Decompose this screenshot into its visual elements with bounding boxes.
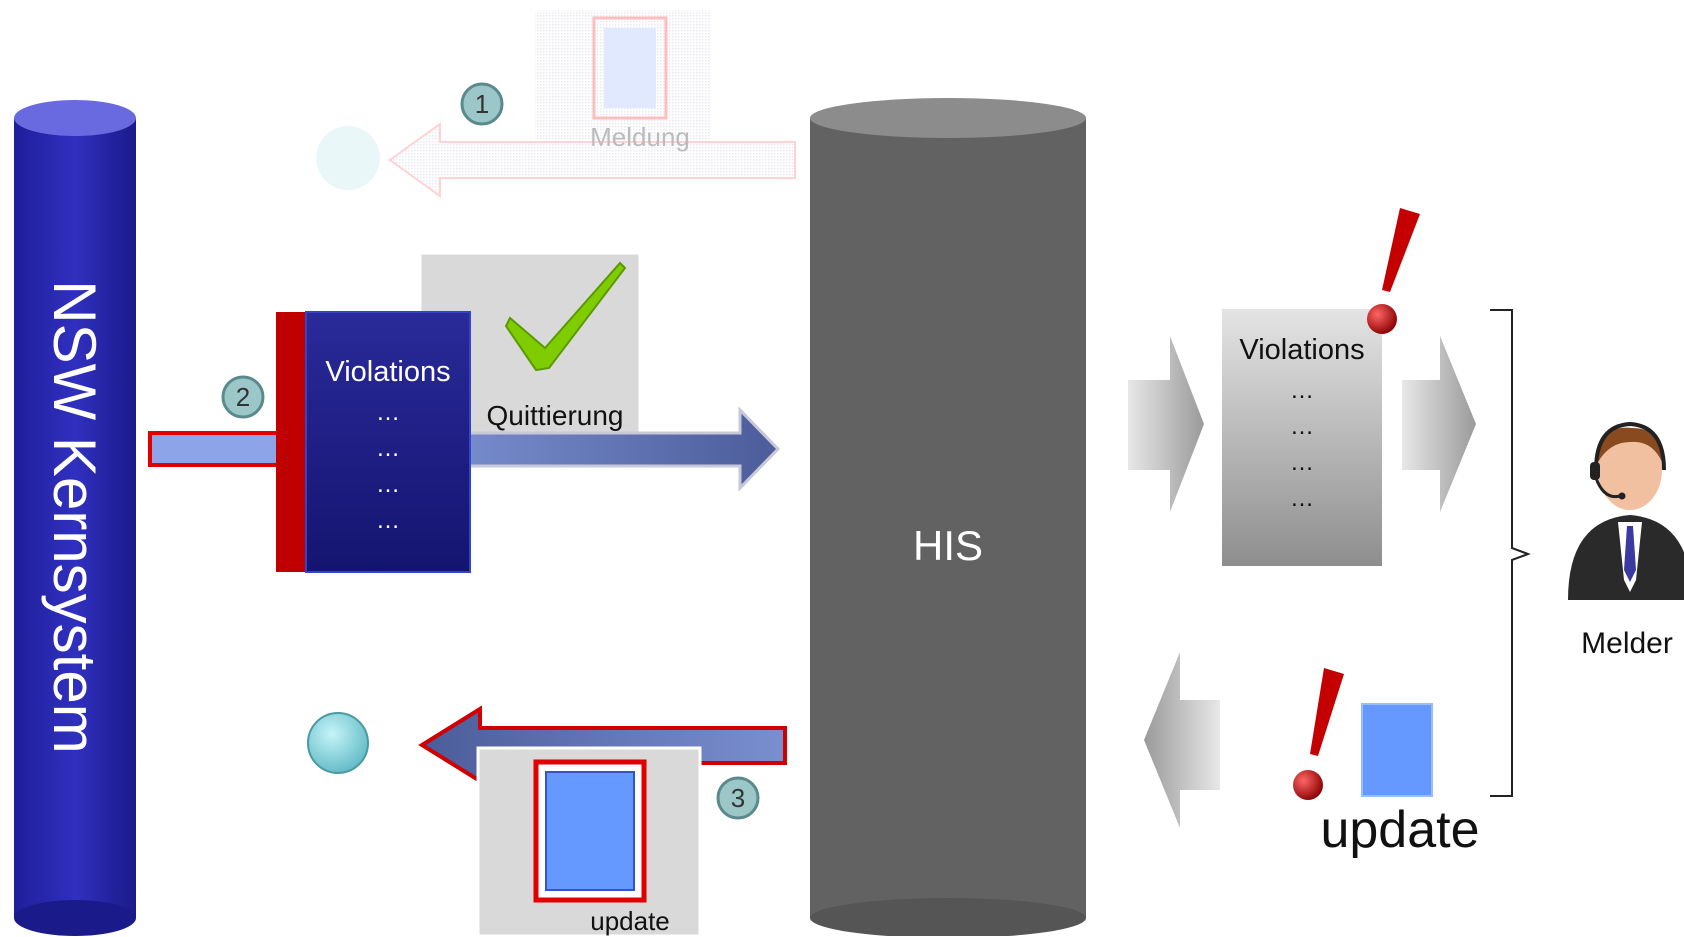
core-system-cylinder: [14, 100, 136, 936]
step-badge-1-number: 1: [474, 89, 490, 119]
his-cylinder: [810, 98, 1086, 936]
step-badge-1: [460, 82, 504, 126]
meldung-doc: [604, 28, 656, 108]
violations-doc-spine: [276, 312, 308, 572]
right-violations-doc: [1222, 309, 1382, 566]
meldung-caption: Meldung: [590, 122, 690, 152]
his-to-violations-arrow: [1128, 336, 1204, 512]
update-endpoint: [307, 712, 369, 774]
his-label: HIS: [912, 522, 983, 569]
update-doc: [545, 771, 635, 891]
violations-doc: [305, 311, 471, 573]
right-violations-doc-title: Violations: [1239, 334, 1365, 366]
right-update-doc: [1361, 703, 1433, 797]
right-violations-doc-line: …: [1290, 377, 1314, 404]
step1-faded-group: [316, 10, 796, 198]
melder-to-his-arrow: [1144, 652, 1220, 828]
meldung-endpoint: [316, 126, 380, 190]
right-violations-doc-text: Violations … … … …: [1222, 334, 1382, 517]
step-badge-2-number: 2: [235, 382, 251, 412]
right-violations-doc-line: …: [1290, 449, 1314, 476]
violations-to-melder-arrow: [1402, 336, 1476, 512]
check-icon: [504, 261, 627, 372]
step-badge-3: [716, 776, 760, 820]
melder-person-icon: [1568, 421, 1684, 600]
step-badge-2: [221, 375, 265, 419]
step-badge-3-number: 3: [730, 783, 746, 813]
exclamation-icon: [1293, 668, 1344, 800]
melder-label: Melder: [1581, 627, 1673, 660]
violations-doc-line: …: [376, 399, 400, 426]
step2-arrow: [438, 406, 781, 492]
violations-doc-line: …: [376, 507, 400, 534]
violations-doc-text: Violations … … … …: [306, 356, 470, 539]
exclamation-icon: [1367, 208, 1420, 334]
violations-doc-title: Violations: [325, 356, 451, 388]
step2-group: [148, 251, 781, 573]
meldung-arrow: [388, 122, 796, 198]
right-violations-doc-line: …: [1290, 413, 1314, 440]
update-caption: update: [590, 906, 670, 936]
quittierung-caption: Quittierung: [486, 400, 624, 431]
core-system-label: NSW Kernsystem: [41, 280, 108, 754]
meldung-doc-frame: [592, 16, 668, 120]
step3-group: [307, 705, 787, 936]
right-update-label: update: [1320, 801, 1480, 859]
violations-doc-line: …: [376, 471, 400, 498]
right-violations-doc-line: …: [1290, 485, 1314, 512]
violations-doc-line: …: [376, 435, 400, 462]
melder-brace: [1490, 309, 1531, 797]
